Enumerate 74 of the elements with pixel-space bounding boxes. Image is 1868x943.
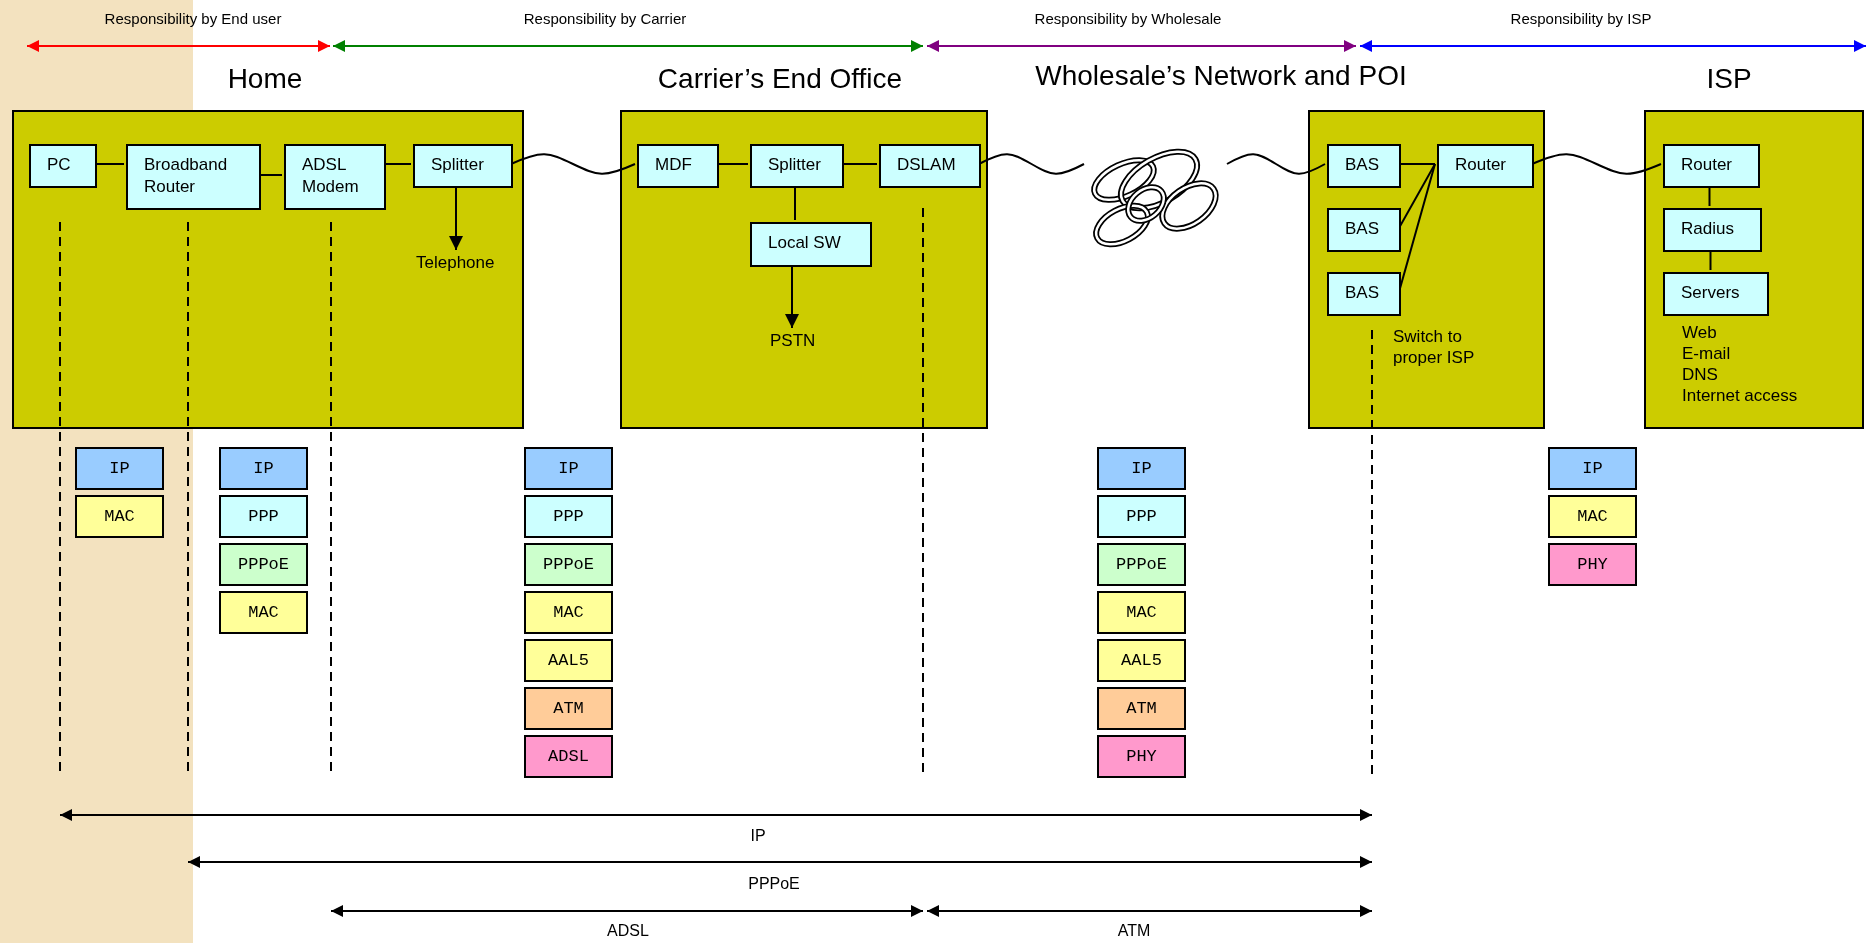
protocol-layer-box: IP [219,447,308,490]
panel-note: E-mail [1682,343,1731,364]
span-label: PPPoE [748,874,800,894]
device-box: Servers [1663,272,1769,316]
connector-line [841,163,878,165]
connector-line [510,153,636,175]
endpoint-label: Telephone [416,252,500,274]
site-panel [1308,110,1545,429]
panel-note: Internet access [1682,385,1798,406]
panel-note: Switch to proper ISP [1393,326,1476,368]
section-heading: Wholesale’s Network and POI [1035,58,1407,93]
protocol-layer-box: ADSL [524,735,613,778]
device-box: BAS [1327,144,1401,188]
connector-line [1531,153,1662,175]
connector-line [1398,163,1436,165]
device-box: MDF [637,144,719,188]
connector-line [94,163,125,165]
protocol-layer-box: MAC [1548,495,1637,538]
device-box: Router [1663,144,1760,188]
protocol-layer-box: PHY [1097,735,1186,778]
protocol-layer-box: MAC [75,495,164,538]
span-label: IP [750,826,766,846]
protocol-layer-box: PHY [1548,543,1637,586]
span-label: ATM [1117,921,1151,941]
protocol-layer-box: MAC [219,591,308,634]
protocol-layer-box: ATM [1097,687,1186,730]
arrow [449,185,463,251]
device-box: Router [1437,144,1534,188]
protocol-layer-box: AAL5 [1097,639,1186,682]
protocol-layer-box: ATM [524,687,613,730]
connector-line [978,153,1085,175]
connector-line [1709,249,1712,271]
connector-line [1708,185,1711,207]
device-box: PC [29,144,97,188]
connector-line [258,174,283,176]
protocol-layer-box: IP [75,447,164,490]
protocol-layer-box: IP [1548,447,1637,490]
protocol-layer-box: PPP [1097,495,1186,538]
device-box: Radius [1663,208,1762,252]
protocol-layer-box: PPPoE [1097,543,1186,586]
responsibility-label: Responsibility by End user [104,9,282,29]
protocol-layer-box: MAC [1097,591,1186,634]
device-box: Splitter [413,144,513,188]
connector-line [716,163,749,165]
responsibility-label: Responsibility by Wholesale [1034,9,1222,29]
panel-heading: ISP [1706,62,1752,96]
protocol-layer-box: PPPoE [219,543,308,586]
span-label: ADSL [607,921,649,941]
device-box: BAS [1327,272,1401,316]
device-box: Local SW [750,222,872,267]
protocol-layer-box: AAL5 [524,639,613,682]
panel-note: Web [1682,322,1717,343]
connector-line [1398,163,1436,229]
device-box: Broadband Router [126,144,261,210]
device-box: ADSL Modem [284,144,386,210]
endpoint-label: PSTN [770,330,818,354]
protocol-layer-box: IP [1097,447,1186,490]
connector-line [383,163,412,165]
protocol-layer-box: PPP [524,495,613,538]
panel-note: DNS [1682,364,1718,385]
panel-heading: Home [227,62,303,96]
protocol-layer-box: PPP [219,495,308,538]
connector-line [794,185,796,221]
arrow [785,264,799,329]
device-box: BAS [1327,208,1401,252]
protocol-layer-box: IP [524,447,613,490]
device-box: DSLAM [879,144,981,188]
panel-heading: Carrier’s End Office [657,62,903,96]
responsibility-label: Responsibility by Carrier [523,9,687,29]
device-box: Splitter [750,144,844,188]
connector-line [1226,153,1326,175]
protocol-layer-box: MAC [524,591,613,634]
responsibility-label: Responsibility by ISP [1510,9,1652,29]
protocol-layer-box: PPPoE [524,543,613,586]
